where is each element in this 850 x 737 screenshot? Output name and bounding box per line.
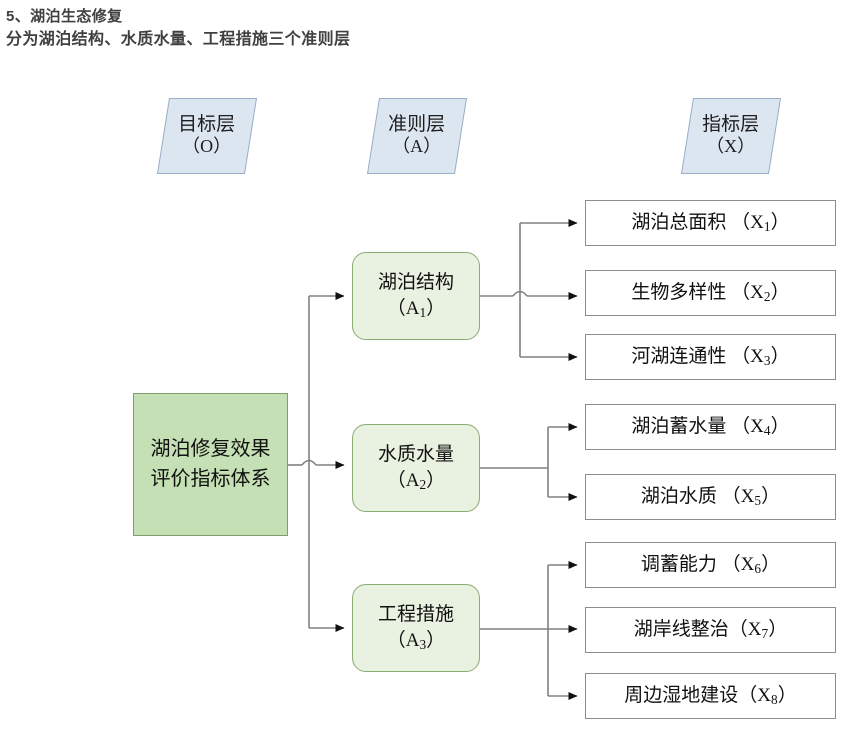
connector-a1-hop [512, 290, 528, 297]
indicator-node-x6[interactable]: 调蓄能力 （X6） [585, 542, 836, 588]
indicator-node-x6-label: 调蓄能力 （X6） [640, 553, 781, 576]
goal-node-label: 湖泊修复效果评价指标体系 [150, 437, 271, 490]
indicator-node-x5-label: 湖泊水质 （X5） [640, 485, 781, 508]
layer-tag-goal-name: 目标层 [178, 114, 236, 136]
indicator-node-x2-label: 生物多样性 （X2） [631, 281, 790, 304]
layer-tag-criteria-code: （A） [392, 136, 442, 157]
criteria-node-a1-label: 湖泊结构（A1） [377, 272, 454, 320]
layer-tag-criteria-name: 准则层 [388, 114, 446, 136]
indicator-node-x1-label: 湖泊总面积 （X1） [631, 211, 790, 234]
indicator-node-x7[interactable]: 湖岸线整治（X7） [585, 607, 836, 653]
indicator-node-x1[interactable]: 湖泊总面积 （X1） [585, 200, 836, 246]
indicator-node-x8[interactable]: 周边湿地建设（X8） [585, 673, 836, 719]
indicator-node-x3[interactable]: 河湖连通性 （X3） [585, 334, 836, 380]
indicator-node-x3-label: 河湖连通性 （X3） [631, 345, 790, 368]
layer-tag-indicator: 指标层 （X） [680, 98, 782, 174]
indicator-node-x4[interactable]: 湖泊蓄水量 （X4） [585, 404, 836, 450]
criteria-node-a3[interactable]: 工程措施（A3） [352, 584, 480, 672]
heading-line-2: 分为湖泊结构、水质水量、工程措施三个准则层 [6, 31, 351, 48]
indicator-node-x2[interactable]: 生物多样性 （X2） [585, 270, 836, 316]
heading-line-1: 5、湖泊生态修复 [6, 8, 123, 25]
criteria-node-a3-label: 工程措施（A3） [377, 604, 454, 652]
page-heading: 5、湖泊生态修复 分为湖泊结构、水质水量、工程措施三个准则层 [6, 6, 626, 52]
layer-tag-goal: 目标层 （O） [156, 98, 258, 174]
indicator-node-x4-label: 湖泊蓄水量 （X4） [631, 415, 790, 438]
layer-tag-goal-code: （O） [182, 136, 232, 157]
criteria-node-a2[interactable]: 水质水量（A2） [352, 424, 480, 512]
layer-tag-indicator-name: 指标层 [702, 114, 760, 136]
indicator-node-x5[interactable]: 湖泊水质 （X5） [585, 474, 836, 520]
goal-node[interactable]: 湖泊修复效果评价指标体系 [133, 393, 288, 536]
connector-goal-hop [301, 459, 317, 466]
layer-tag-criteria: 准则层 （A） [366, 98, 468, 174]
indicator-node-x8-label: 周边湿地建设（X8） [624, 684, 797, 707]
criteria-node-a1[interactable]: 湖泊结构（A1） [352, 252, 480, 340]
indicator-node-x7-label: 湖岸线整治（X7） [633, 618, 788, 641]
layer-tag-indicator-code: （X） [706, 136, 756, 157]
criteria-node-a2-label: 水质水量（A2） [377, 444, 454, 492]
